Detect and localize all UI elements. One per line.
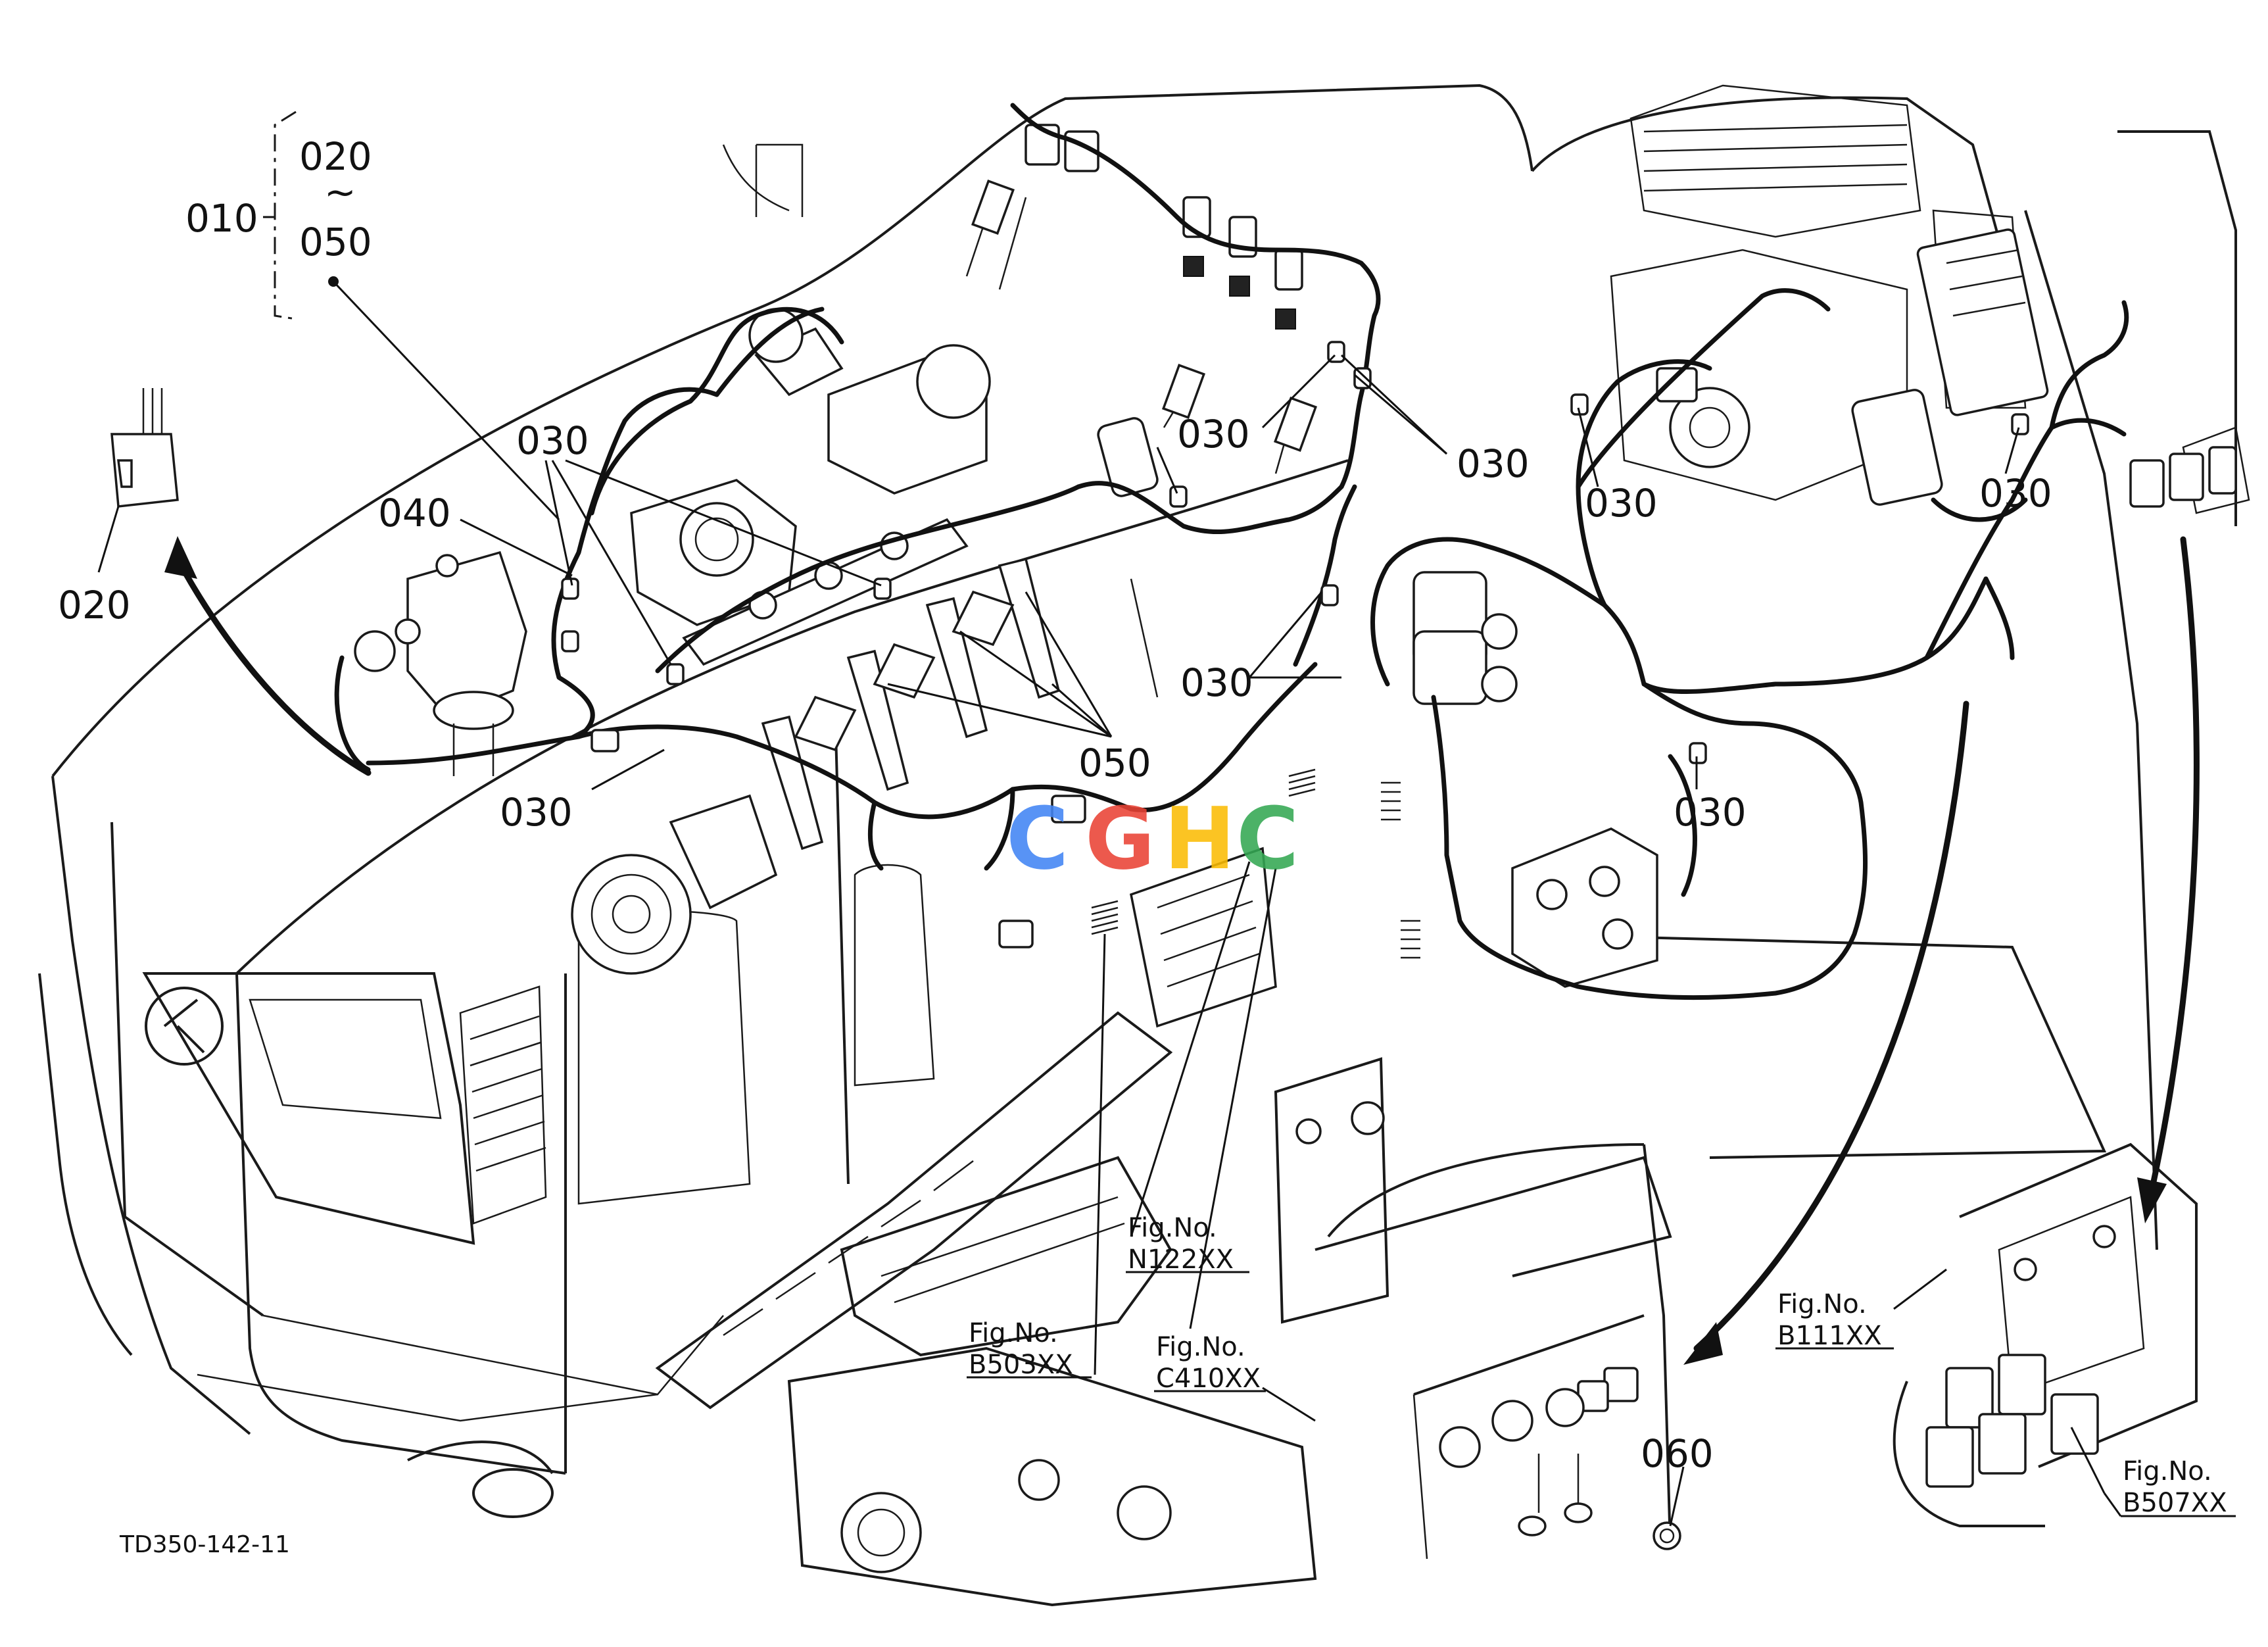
ground-terminal-assembly bbox=[1327, 1143, 1681, 1560]
callout-020: 020 bbox=[58, 583, 131, 627]
solenoid-valves bbox=[1412, 367, 1750, 705]
tractor-hood-outline bbox=[38, 84, 1533, 1475]
throttle-body bbox=[630, 479, 797, 626]
callout-060: 060 bbox=[1641, 1431, 1714, 1476]
callout-030-top-center: 030 bbox=[1177, 412, 1250, 456]
figure-references: Fig.No. N122XX Fig.No. B503XX Fig.No. C4… bbox=[969, 1213, 2227, 1518]
fig-ref-b507-label: Fig.No. bbox=[2123, 1456, 2212, 1487]
callout-range-tilde: ~ bbox=[324, 170, 356, 214]
ac-compressor bbox=[571, 794, 778, 975]
watermark-letter-c1: C bbox=[1006, 789, 1069, 889]
callout-030-upper-left: 030 bbox=[516, 418, 589, 463]
fig-ref-b111-code: B111XX bbox=[1777, 1321, 1882, 1351]
watermark-letter-c2: C bbox=[1236, 789, 1299, 889]
drawing-code: TD350-142-11 bbox=[119, 1531, 290, 1558]
mounting-plate bbox=[1274, 1057, 1672, 1324]
engine-components bbox=[354, 124, 1750, 1607]
fig-ref-b111-label: Fig.No. bbox=[1777, 1289, 1867, 1319]
callout-range-top: 020 bbox=[299, 134, 372, 179]
fig-ref-c410-label: Fig.No. bbox=[1156, 1332, 1245, 1362]
exhaust-pipe bbox=[407, 1011, 1173, 1518]
callout-labels: 020 ~ 050 010 020 040 030 030 030 030 03… bbox=[58, 134, 2052, 1476]
callout-030-far-right: 030 bbox=[1979, 471, 2052, 516]
callout-010: 010 bbox=[185, 196, 258, 241]
fig-ref-b507-code: B507XX bbox=[2123, 1488, 2227, 1518]
callout-030-middle: 030 bbox=[1180, 660, 1253, 705]
injection-pump bbox=[354, 551, 527, 776]
callout-050: 050 bbox=[1078, 741, 1151, 785]
hydraulic-block bbox=[1511, 827, 1658, 988]
front-axle bbox=[787, 1346, 1317, 1607]
callout-030-right: 030 bbox=[1585, 481, 1658, 526]
glow-plugs bbox=[965, 180, 1318, 698]
fig-ref-c410-code: C410XX bbox=[1156, 1364, 1261, 1394]
watermark-letter-h: H bbox=[1164, 789, 1236, 889]
callout-030-lower-right: 030 bbox=[1674, 790, 1747, 835]
callout-040: 040 bbox=[378, 491, 451, 535]
main-wiring-harness bbox=[334, 103, 2129, 1000]
watermark-logo: C G H C bbox=[1006, 789, 1299, 889]
callout-030-top-right: 030 bbox=[1457, 441, 1530, 486]
fig-ref-n122-code: N122XX bbox=[1128, 1244, 1234, 1275]
rear-structure bbox=[722, 84, 2237, 1250]
arrows bbox=[164, 536, 2200, 1365]
egr-valve bbox=[748, 308, 991, 495]
watermark-letter-g: G bbox=[1085, 789, 1155, 889]
relay-box-inset bbox=[1893, 426, 2250, 1527]
grille bbox=[459, 985, 547, 1225]
fig-ref-b503-label: Fig.No. bbox=[969, 1318, 1058, 1348]
leader-lines bbox=[97, 111, 2236, 1527]
arrow-head-center bbox=[1683, 1322, 1723, 1365]
top-connectors bbox=[1025, 124, 1303, 497]
harness-clamps bbox=[561, 341, 2029, 948]
callout-range-bottom: 050 bbox=[299, 220, 372, 264]
relay-connector-020 bbox=[110, 388, 179, 508]
arrow-head-right bbox=[2137, 1177, 2167, 1223]
callout-030-lower-left: 030 bbox=[500, 790, 573, 835]
oil-pan bbox=[840, 1156, 1172, 1357]
fig-ref-n122-label: Fig.No. bbox=[1128, 1213, 1217, 1243]
arrow-head-left bbox=[164, 536, 197, 579]
fig-ref-b503-code: B503XX bbox=[969, 1350, 1073, 1380]
